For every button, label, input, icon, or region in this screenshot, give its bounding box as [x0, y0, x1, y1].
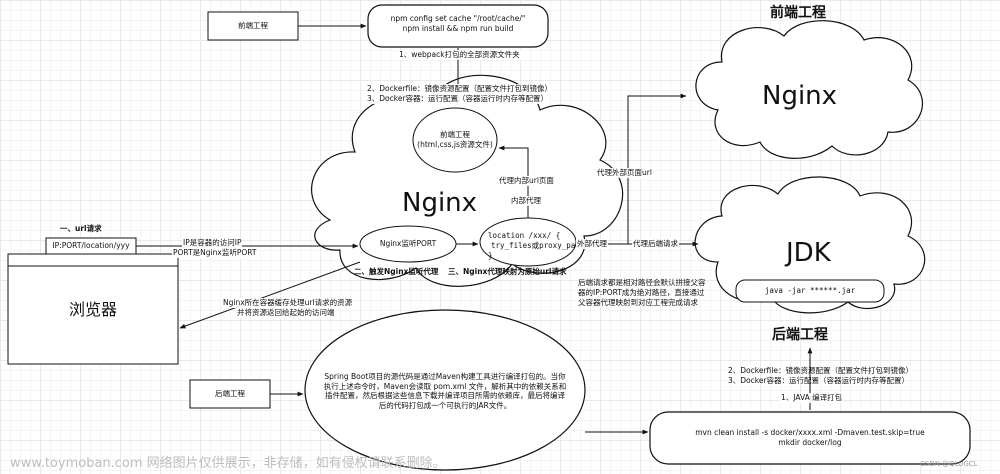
springboot-note: Spring Boot项目的源代码是通过Maven构建工具进行编译打包的。当你执… [323, 372, 567, 410]
backend-note-line3: 父容器代理映射到对应工程完成请求 [578, 298, 698, 307]
step-container-back-label: 3、Docker容器：运行配置（容器运行时内存等配置） [728, 376, 910, 385]
inner-proxy-label: 内部代理 [510, 196, 542, 206]
npm-command-box [367, 4, 549, 48]
jdk-cloud [694, 176, 926, 314]
step-map-label: 三、Nginx代理映射为原始url请求 [448, 267, 567, 276]
frontend-resources-ellipse [412, 107, 498, 173]
frontend-resources-desc: (html,css,js资源文件) [417, 140, 493, 149]
url-request-heading: 一、url请求 [60, 224, 102, 233]
ip-note-line1: IP是容器的访问IP [182, 238, 243, 248]
backend-heading: 后端工程 [772, 327, 828, 343]
frontend-nginx-heading: 前端工程 [770, 5, 826, 21]
step-listen-label: 二、触发Nginx监听代理 [354, 267, 439, 276]
step-dockerfile-front-label: 2、Dockerfile：镜像资源配置（配置文件打包到镜像） [366, 84, 553, 94]
frontend-nginx-cloud [695, 20, 924, 159]
backend-project-box [189, 379, 271, 409]
external-proxy-label: 外部代理 [576, 239, 608, 249]
url-box-text: IP:PORT/location/yyy [52, 241, 130, 250]
backend-project-label: 后端工程 [215, 389, 245, 398]
mvn-command-box [649, 411, 971, 465]
location-line2: try_files或proxy_pass [491, 241, 585, 250]
location-to-resources-arrow [498, 145, 529, 218]
jdk-title: JDK [786, 238, 831, 268]
frontend-resources-title: 前端工程 [440, 130, 470, 139]
return-note-line2: 并将资源返回给起始的访问端 [236, 308, 336, 318]
backend-note-line1: 后端请求都是相对路径会默认拼接父容 [578, 278, 706, 287]
nginx-cloud-title: Nginx [402, 188, 478, 218]
step-dockerfile-back-label: 2、Dockerfile：镜像资源配置（配置文件打包到镜像） [728, 366, 913, 375]
browser-label: 浏览器 [68, 300, 117, 319]
step-webpack-label: 1、webpack打包的全部资源文件夹 [398, 50, 521, 60]
npm-cache-command: npm config set cache "/root/cache/" [390, 14, 526, 23]
proxy-backend-request-label: 代理后端请求 [632, 239, 679, 249]
step-container-front-label: 3、Docker容器：运行配置（容器运行时内存等配置） [366, 94, 550, 104]
npm-build-command: npm install && npm run build [402, 24, 514, 33]
mvn-mkdir-command: mkdir docker/log [778, 438, 842, 447]
watermark-text: www.toymoban.com 网络图片仅供展示，非存储，如有侵权请联系删除。 [10, 456, 446, 471]
location-line1: location /xxx/ { [488, 231, 561, 240]
csdn-mark: CSDN @QLUGCL [920, 460, 978, 468]
jar-run-command: java -jar ******.jar [764, 286, 856, 295]
nginx-cloud [311, 74, 624, 287]
frontend-project-box [207, 11, 299, 41]
location-line3: } [488, 251, 493, 260]
return-to-browser-arrow [179, 261, 361, 329]
frontend-project-label: 前端工程 [238, 21, 268, 30]
jar-command-box [735, 279, 885, 303]
proxy-external-page-label: 代理外部页面url [596, 168, 653, 178]
backend-note-line2: 器的IP:PORT成为绝对路径，直接通过 [578, 288, 705, 297]
browser-window [7, 253, 179, 365]
listen-port-label: Nginx监听PORT [379, 239, 437, 248]
frontend-nginx-title: Nginx [762, 81, 838, 111]
springboot-ellipse [304, 309, 586, 471]
proxy-inner-page-label: 代理内部url页面 [498, 176, 555, 186]
return-note-line1: Nginx所在容器缓存处理url请求的资源 [222, 298, 354, 308]
mvn-install-command: mvn clean install -s docker/xxxx.xml -Dm… [695, 428, 925, 437]
ip-note-line2: PORT是Nginx监听PORT [172, 248, 258, 258]
step-java-build-label: 1、JAVA 编译打包 [780, 393, 844, 403]
split-to-frontend-nginx-arrow [627, 93, 687, 244]
